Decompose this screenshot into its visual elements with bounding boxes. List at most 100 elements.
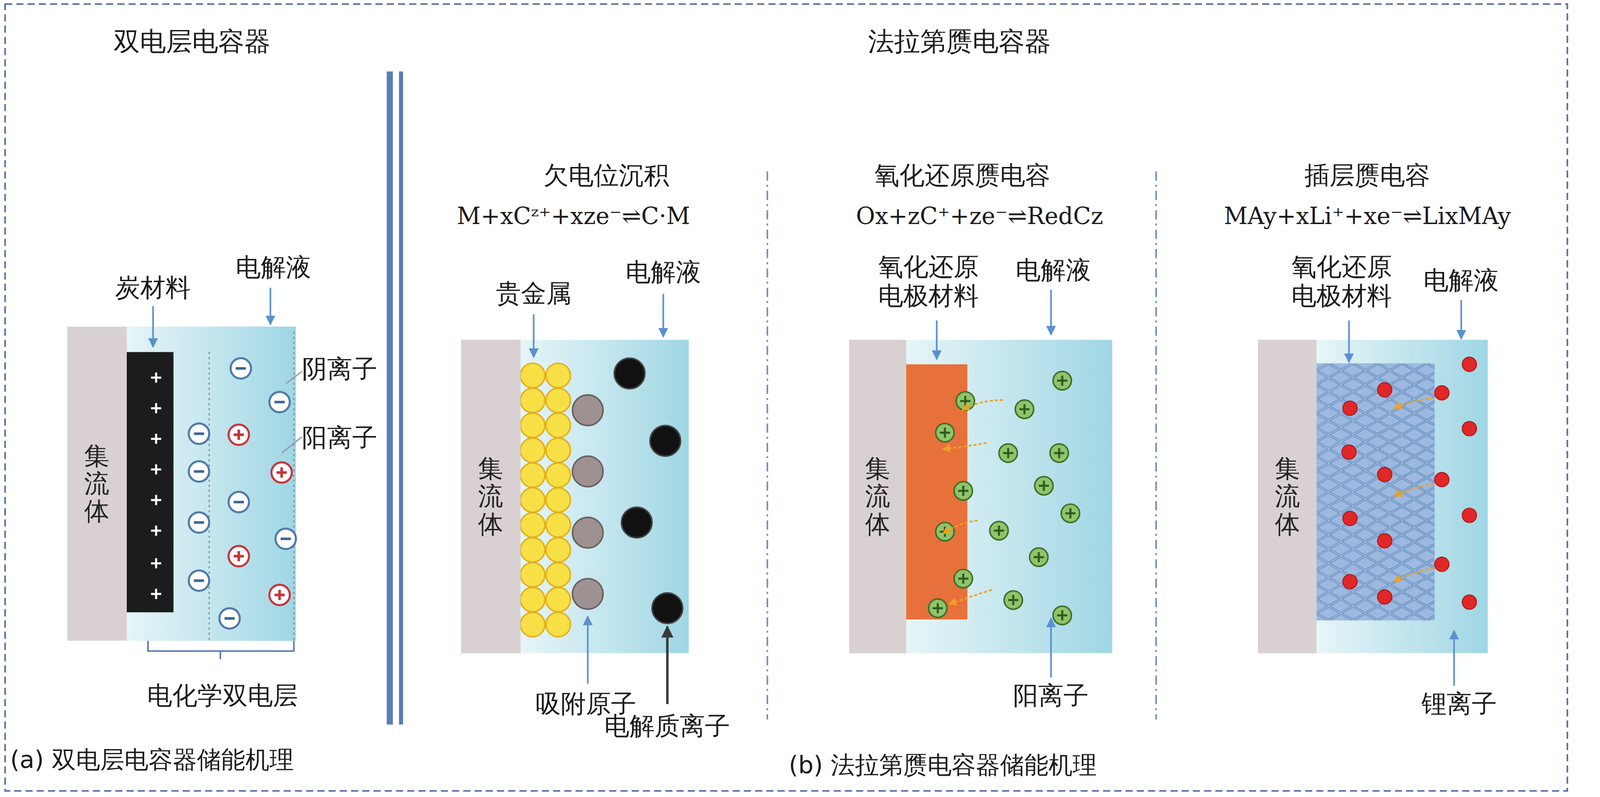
leader-arrow [532,314,535,358]
cation [228,424,249,445]
lithium-ion [1343,574,1358,589]
caption: (a) 双电层电容器储能机理 [10,746,294,775]
panel-title: 双电层电容器 [113,26,271,57]
cation [1029,547,1048,567]
leader-arrow [1460,299,1462,339]
cation [1049,443,1069,463]
part-label: 阴离子 [301,354,378,384]
noble-metal-atom [545,363,571,389]
leader-arrow [269,287,271,325]
cation [1034,476,1054,495]
lithium-ion [1341,357,1477,610]
cation [954,481,973,500]
noble-metal-atom [520,562,546,587]
noble-metal-atom [545,537,571,563]
noble-metal-atom [545,587,571,613]
leader-arrow [1453,630,1455,686]
noble-metal-atom [520,363,571,637]
plane-line [208,352,210,642]
cation [228,545,249,567]
adsorbed-atom [572,578,603,610]
lithium-ion [1377,589,1392,605]
part-label: 电解液 [625,257,702,287]
electrolyte-ion [614,358,683,624]
electrolyte [126,326,297,642]
equation: M+xCᶻ⁺+xze⁻⇌C·M [456,202,690,230]
noble-metal-atom [520,587,546,613]
electrolyte [906,339,1113,653]
leader-arrow [586,616,589,684]
section-title: 氧化还原赝电容 [874,161,1051,191]
anion [230,358,252,379]
leader-arrow [935,320,938,359]
caption: (b) 法拉第赝电容器储能机理 [788,751,1097,780]
lithium-ion [1341,444,1357,460]
noble-metal-atom [545,612,571,637]
collector-label: 集流体 [865,454,891,539]
redox-cell [906,289,1113,678]
lithium-ion [1343,511,1358,526]
intercalation-cell [1316,299,1488,686]
cation [989,521,1009,540]
electrolyte-ion [652,592,683,624]
noble-metal-atom [545,388,571,413]
part-label: 电解液 [1423,266,1499,296]
cation [935,522,955,541]
electrolyte-ion [614,358,645,389]
cation [928,598,947,618]
noble-metal-atom [545,463,571,488]
part-label: 阳离子 [301,423,378,453]
noble-metal-atom [520,487,546,513]
part-label: 电解质离子 [604,712,731,742]
part-label: 电解液 [1015,255,1092,285]
lithium-ion [1343,401,1358,416]
leader-arrow [1050,618,1052,678]
equation: MAy+xLi⁺+xe⁻⇌LixMAy [1223,202,1511,230]
upd-cell [520,293,689,704]
anion [188,461,210,482]
insertion-arrow [1393,483,1434,496]
divider [1155,171,1157,719]
part-label: 氧化还原 电极材料 [1287,252,1397,311]
anion [188,358,296,629]
frame [5,3,1568,791]
bracket [148,640,295,659]
divider [766,171,768,719]
cation [954,569,973,588]
electrolyte [1316,339,1488,653]
cation [956,391,975,411]
adsorbed-atom [572,394,603,610]
electrolyte-ion [621,507,652,538]
current-collector: 集流体 [849,339,907,653]
lithium-ion [1377,533,1392,549]
lithium-ion [1377,467,1392,482]
leader-line [281,436,302,454]
leader-arrow [152,306,154,347]
lithium-ion [1434,556,1450,572]
electrolyte [520,339,689,653]
noble-metal-atom [520,512,546,538]
leader-arrow [662,293,664,337]
part-label: 电解液 [235,253,312,283]
noble-metal-atom [520,437,546,463]
noble-metal-atom [520,388,546,413]
part-label: 贵金属 [495,279,572,309]
lithium-ion [1462,421,1477,436]
current-collector: 集流体 [1257,339,1316,653]
part-label: 氧化还原 电极材料 [874,252,983,311]
cation [269,584,290,605]
part-label: 炭材料 [115,273,191,303]
cation [1053,606,1072,625]
adsorbed-atom [572,394,603,426]
noble-metal-atom [545,562,571,587]
leader-arrow [666,626,669,704]
current-collector: 集流体 [461,339,521,653]
anion [269,391,290,413]
collector-label: 集流体 [84,442,110,526]
anion [188,423,210,444]
leader-arrow [1050,289,1052,335]
leader-arrow [1347,320,1350,362]
adsorbed-atom [572,456,603,487]
noble-metal-atom [520,363,546,389]
